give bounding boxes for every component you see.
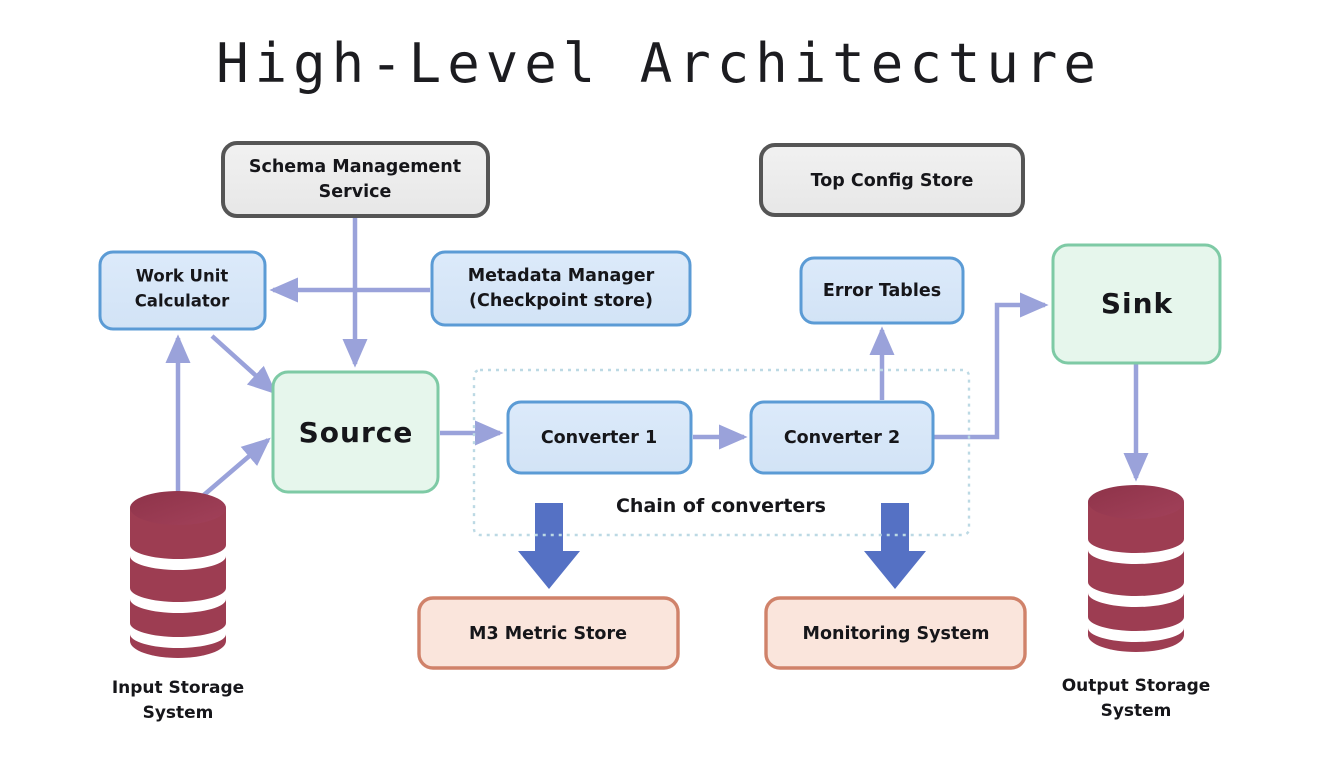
node-m3-metric-store[interactable]: M3 Metric Store <box>417 596 680 670</box>
output-storage-caption-line1: Output Storage <box>1062 676 1211 696</box>
output-storage-database[interactable]: Output Storage System <box>1062 485 1211 721</box>
source-label: Source <box>299 416 414 449</box>
converter-2-box[interactable] <box>749 400 935 475</box>
connector-workunit-to-source <box>210 334 277 395</box>
node-converter-1[interactable]: Converter 1 <box>506 400 693 475</box>
schema-management-service-label-line2: Service <box>319 182 392 202</box>
node-converter-2[interactable]: Converter 2 <box>749 400 935 475</box>
node-work-unit-calculator[interactable]: Work Unit Calculator <box>98 250 267 331</box>
converter-1-label: Converter 1 <box>541 428 657 448</box>
node-top-config-store[interactable]: Top Config Store <box>759 143 1025 217</box>
work-unit-calculator-box[interactable] <box>98 250 267 331</box>
thick-arrow-converter1-to-m3 <box>518 503 580 589</box>
connector-converter2-to-sink <box>934 292 1049 440</box>
output-db-band-3 <box>1088 617 1184 642</box>
sink-box[interactable] <box>1051 243 1222 365</box>
input-db-band-3 <box>130 623 226 648</box>
node-sink[interactable]: Sink <box>1051 243 1222 365</box>
connectors <box>165 216 1149 502</box>
thick-arrows <box>518 503 926 589</box>
chain-of-converters-border <box>472 368 971 537</box>
work-unit-calculator-label-line1: Work Unit <box>136 267 229 286</box>
monitoring-system-box[interactable] <box>764 596 1027 670</box>
node-source[interactable]: Source <box>271 370 440 494</box>
output-db-top <box>1088 485 1184 519</box>
thick-arrow-converter2-to-monitoring <box>864 503 926 589</box>
converter-2-label: Converter 2 <box>784 428 900 448</box>
chain-of-converters-group: Chain of converters <box>472 368 971 537</box>
work-unit-calculator-label-line2: Calculator <box>135 292 230 311</box>
m3-metric-store-label: M3 Metric Store <box>469 624 627 644</box>
sink-label: Sink <box>1101 287 1174 320</box>
metadata-manager-label-line2: (Checkpoint store) <box>469 291 653 311</box>
top-config-store-box[interactable] <box>759 143 1025 217</box>
output-db-body <box>1088 502 1184 652</box>
input-db-body <box>130 508 226 658</box>
error-tables-box[interactable] <box>799 256 965 325</box>
error-tables-label: Error Tables <box>823 281 941 301</box>
converter-1-box[interactable] <box>506 400 693 475</box>
metadata-manager-label-line1: Metadata Manager <box>468 266 655 286</box>
output-db-band-2 <box>1088 582 1184 607</box>
input-db-top <box>130 491 226 525</box>
input-db-band-1 <box>130 545 226 570</box>
metadata-manager-box[interactable] <box>430 250 692 327</box>
input-db-band-2 <box>130 588 226 613</box>
top-config-store-label: Top Config Store <box>811 171 974 191</box>
monitoring-system-label: Monitoring System <box>803 624 990 644</box>
node-schema-management-service[interactable]: Schema Management Service <box>221 141 490 218</box>
schema-management-service-label-line1: Schema Management <box>249 157 461 177</box>
connector-inputdb-to-source <box>196 437 271 502</box>
output-storage-caption-line2: System <box>1101 701 1172 721</box>
node-monitoring-system[interactable]: Monitoring System <box>764 596 1027 670</box>
input-storage-caption-line2: System <box>143 703 214 723</box>
input-storage-database[interactable]: Input Storage System <box>112 491 244 723</box>
source-box[interactable] <box>271 370 440 494</box>
schema-management-service-box[interactable] <box>221 141 490 218</box>
page-title: High-Level Architecture <box>216 32 1102 95</box>
input-storage-caption-line1: Input Storage <box>112 678 244 698</box>
chain-of-converters-caption: Chain of converters <box>616 495 826 517</box>
m3-metric-store-box[interactable] <box>417 596 680 670</box>
node-error-tables[interactable]: Error Tables <box>799 256 965 325</box>
output-db-band-1 <box>1088 539 1184 564</box>
node-metadata-manager[interactable]: Metadata Manager (Checkpoint store) <box>430 250 692 327</box>
